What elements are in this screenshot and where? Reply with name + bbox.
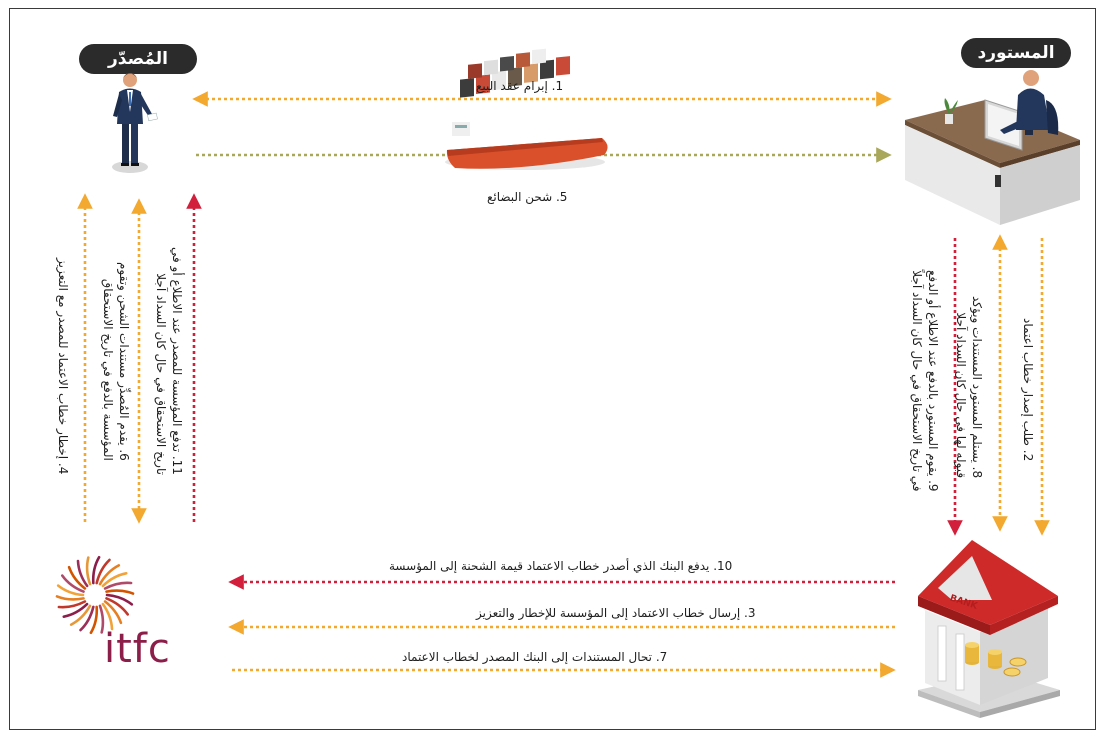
- label-step-8: 8. يستلم المستورد المستندات ويؤكد قبوله …: [954, 296, 984, 479]
- itfc-logo-ray: [56, 584, 85, 597]
- itfc-logo-ray: [76, 559, 89, 588]
- itfc-logo-ray: [105, 597, 129, 616]
- diagram-frame: [9, 8, 1096, 730]
- label-step-9: 9. يقوم المستورد بالدفع عند الاطلاع أو ا…: [910, 270, 940, 492]
- itfc-logo-ray: [85, 556, 92, 586]
- itfc-logo-ray: [89, 605, 99, 635]
- label-step-5: 5. شحن البضائع: [487, 190, 568, 204]
- label-step-1: 1. إبرام عقد البيع: [476, 79, 564, 93]
- itfc-logo-ray: [67, 565, 87, 590]
- label-step-3: 3. إرسال خطاب الاعتماد إلى المؤسسة للإخط…: [476, 606, 756, 620]
- itfc-logo-ray: [105, 589, 135, 595]
- itfc-logo-ray: [91, 555, 101, 585]
- itfc-logo-ray: [61, 574, 85, 593]
- label-step-7: 7. تحال المستندات إلى البنك المصدر لخطاب…: [402, 650, 668, 664]
- label-step-2: 2. طلب إصدار خطاب اعتماد: [1021, 318, 1035, 462]
- importer-pill: المستورد: [961, 38, 1071, 68]
- itfc-logo-ray: [62, 602, 89, 618]
- itfc-logo-text: itfc: [104, 626, 171, 672]
- itfc-logo-ray: [57, 600, 87, 609]
- itfc-logo-ray: [98, 564, 121, 586]
- itfc-logo-ray: [105, 593, 134, 606]
- label-step-6: 6. يقدم المُصدِّر مستندات الشحن وتقوم ال…: [101, 262, 131, 461]
- exporter-pill: المُصدّر: [79, 44, 197, 74]
- itfc-logo-ray: [55, 595, 85, 601]
- itfc-logo-ray: [95, 558, 111, 585]
- itfc-logo-ray: [98, 604, 105, 634]
- itfc-logo-ray: [101, 602, 114, 631]
- itfc-logo-ray: [103, 600, 123, 625]
- label-step-4: 4. إخطار خطاب الاعتماد للمصدر مع التعزيز: [56, 258, 70, 475]
- itfc-logo-ray: [69, 604, 92, 626]
- itfc-logo-ray: [103, 581, 133, 590]
- label-step-10: 10. يدفع البنك الذي أصدر خطاب الاعتماد ق…: [389, 559, 733, 573]
- itfc-logo-ray: [79, 605, 95, 632]
- label-step-11: 11. تدفع المؤسسة للمصدر عند الاطلاع أو ف…: [154, 247, 184, 475]
- itfc-logo-ray: [101, 572, 128, 588]
